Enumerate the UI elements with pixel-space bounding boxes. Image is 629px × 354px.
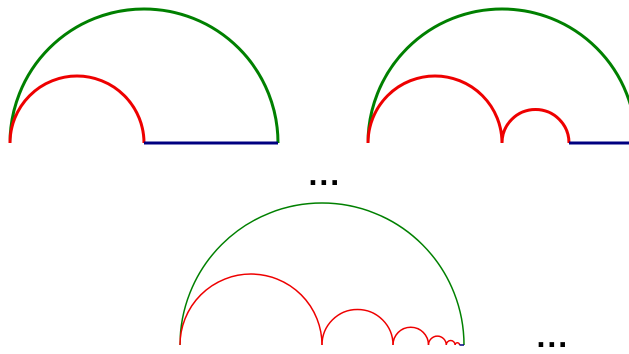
panel-1-inner-semicircle-1 [8,74,146,144]
panel-3-outer-semicircle [179,202,465,346]
panel-3-inner-semicircle-4 [427,335,447,346]
panel-step-2 [366,7,629,145]
panel-step-n [179,202,465,346]
panel-3-inner-semicircle-6 [454,342,461,346]
panel-3-inner-semicircle-1 [179,273,323,346]
panel-3-inner-semicircle-3 [392,326,430,346]
panel-1-outer-semicircle [8,7,280,144]
panel-3-inner-semicircle-2 [321,308,394,346]
panel-3-inner-semicircle-5 [445,339,456,346]
panel-2-inner-semicircle-1 [366,74,504,144]
panel-2-inner-semicircle-2 [500,108,571,144]
panel-step-1 [8,7,280,145]
ellipsis-bottom: ... [536,324,569,354]
panel-2-outer-semicircle [366,7,629,144]
ellipsis-middle: ... [308,162,341,192]
